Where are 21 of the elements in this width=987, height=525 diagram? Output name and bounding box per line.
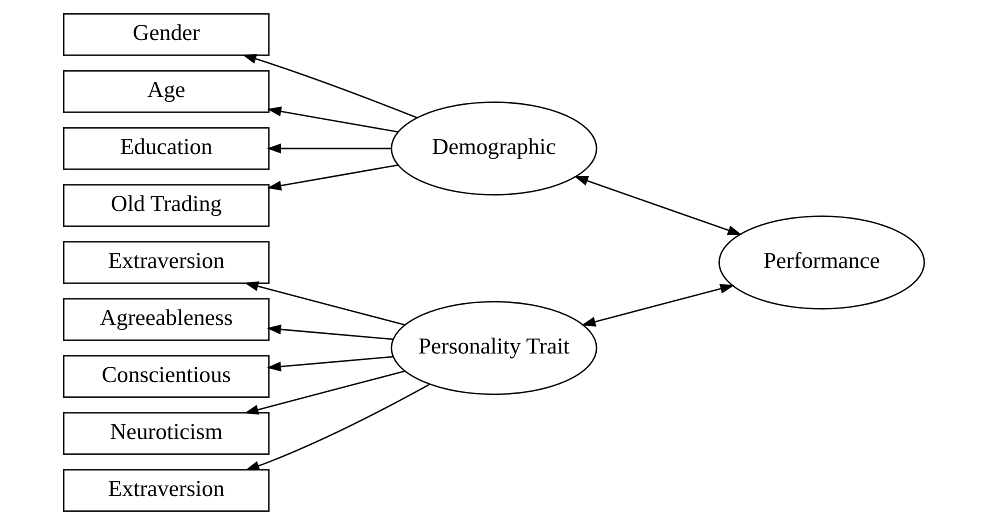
node-box: Age bbox=[62, 70, 270, 113]
node-box: Gender bbox=[62, 13, 270, 56]
arrow bbox=[244, 281, 404, 326]
node-box: Neuroticism bbox=[62, 412, 270, 455]
node-ellipse: Demographic bbox=[390, 102, 597, 196]
arrow bbox=[573, 176, 742, 236]
node-box: Old Trading bbox=[62, 184, 270, 227]
arrow bbox=[244, 370, 404, 415]
arrow bbox=[266, 144, 391, 154]
arrow bbox=[266, 324, 392, 340]
arrow bbox=[580, 284, 734, 327]
node-box: Education bbox=[62, 127, 270, 170]
arrow bbox=[244, 384, 430, 471]
arrow bbox=[266, 164, 398, 191]
arrow bbox=[242, 54, 417, 118]
node-box: Conscientious bbox=[62, 355, 270, 398]
node-box: Agreeableness bbox=[62, 298, 270, 341]
arrow bbox=[266, 106, 398, 133]
arrow bbox=[266, 356, 392, 372]
node-box: Extraversion bbox=[62, 241, 270, 284]
node-box: Extraversion bbox=[62, 469, 270, 512]
